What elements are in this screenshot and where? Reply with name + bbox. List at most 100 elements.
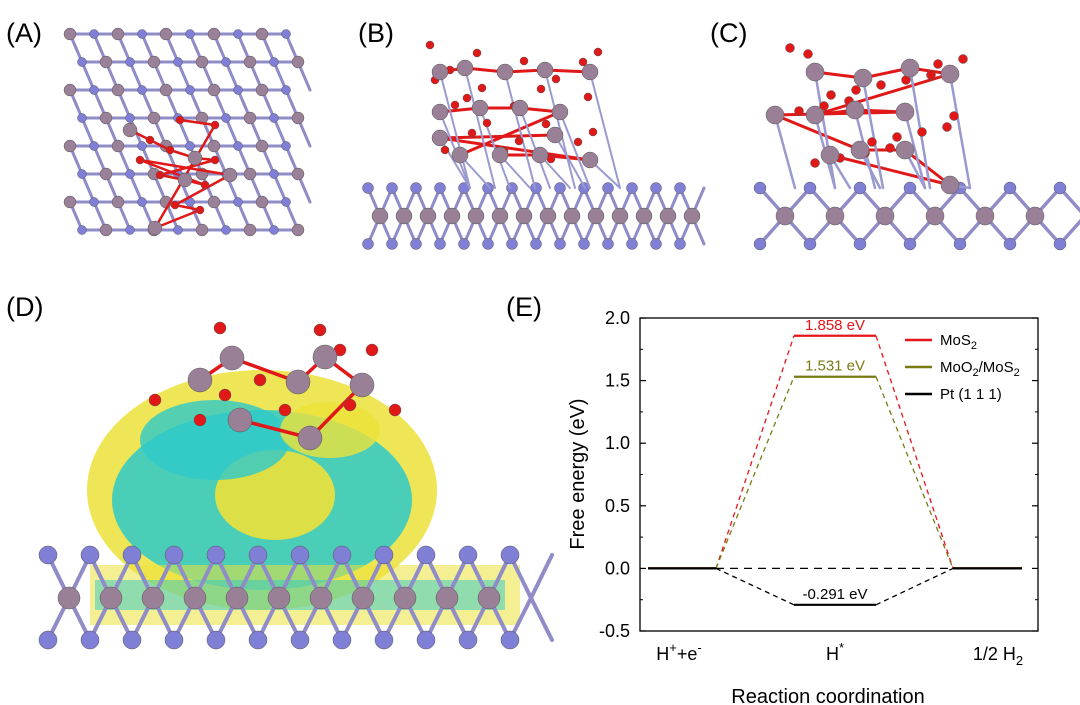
s-atom [290, 630, 310, 650]
mo-atom [195, 55, 209, 69]
mo-atom [243, 223, 257, 237]
o-atom [440, 145, 450, 155]
s-atom [434, 238, 446, 250]
mo-atom [99, 586, 123, 610]
s-atom [137, 141, 147, 151]
cluster-o-atom [200, 180, 210, 190]
cluster-o-atom [155, 170, 165, 180]
s-atom [650, 182, 662, 194]
mo-atom [395, 207, 413, 225]
bond [504, 71, 536, 189]
cluster-mo-atom [431, 129, 449, 147]
bond [272, 60, 288, 92]
mo-atom [243, 167, 257, 181]
o-atom [588, 127, 598, 137]
o-atom [546, 154, 556, 164]
y-axis: -0.50.00.51.01.52.0 [599, 308, 1038, 641]
s-atom [374, 630, 394, 650]
bond [529, 553, 554, 600]
s-atom [80, 545, 100, 565]
series-layer: 1.858 eV1.531 eV-0.291 eV [648, 317, 1022, 606]
s-atom [674, 182, 686, 194]
bond [464, 67, 496, 189]
mo-atom [111, 83, 125, 97]
s-atom [122, 545, 142, 565]
cluster-mo-atom [177, 172, 193, 188]
s-atom [125, 169, 135, 179]
bond [948, 72, 972, 190]
mo-atom [183, 586, 207, 610]
bond [1058, 186, 1080, 214]
s-atom [674, 238, 686, 250]
cluster-mo-atom [900, 58, 920, 78]
bond [224, 116, 240, 148]
cluster-mo-atom [227, 407, 253, 433]
cluster-mo-atom [895, 140, 915, 160]
structure-side-view [362, 40, 706, 250]
s-atom [482, 182, 494, 194]
s-atom [38, 630, 58, 650]
bond [438, 136, 592, 162]
s-atom [137, 197, 147, 207]
mo-atom [159, 83, 173, 97]
legend-label: MoO2/MoS2 [940, 359, 1020, 379]
cluster-mo-atom [511, 99, 529, 117]
mo-atom [159, 27, 173, 41]
s-atom [281, 85, 291, 95]
o-atom [365, 343, 379, 357]
cluster-mo-atom [471, 99, 489, 117]
charge-accumulation-region [280, 402, 380, 458]
cluster-o-atom [145, 135, 155, 145]
s-atom [903, 237, 917, 251]
mo-atom [63, 27, 77, 41]
mo-atom [611, 207, 629, 225]
s-atom [602, 182, 614, 194]
s-atom [753, 237, 767, 251]
s-atom [185, 29, 195, 39]
panel-label-a: (A) [6, 18, 42, 48]
s-atom [803, 237, 817, 251]
s-atom [233, 141, 243, 151]
bond [589, 71, 621, 189]
s-atom [578, 238, 590, 250]
bond [438, 133, 557, 140]
s-atom [80, 630, 100, 650]
bond [903, 110, 927, 190]
o-atom [933, 59, 943, 69]
o-atom [536, 84, 546, 94]
s-atom [89, 197, 99, 207]
mo-atom [635, 207, 653, 225]
x-axis: H++e-H*1/2 H2 [656, 640, 1023, 668]
y-tick-label: -0.5 [599, 621, 630, 641]
bond [80, 116, 96, 148]
mo-atom [99, 55, 113, 69]
mo-atom [99, 167, 113, 181]
cluster-o-atom [210, 155, 220, 165]
bond [828, 153, 952, 187]
free-energy-chart: -0.50.00.51.01.52.0 H++e-H*1/2 H2 1.858 … [567, 308, 1039, 705]
mo-atom [63, 83, 77, 97]
s-atom [125, 113, 135, 123]
s-atom [221, 225, 231, 235]
s-atom [953, 237, 967, 251]
mo-atom [207, 139, 221, 153]
cluster-o-atom [195, 205, 205, 215]
s-atom [77, 169, 87, 179]
cluster-mo-atom [536, 61, 554, 79]
s-atom [89, 141, 99, 151]
s-atom [803, 181, 817, 195]
mo-atom [351, 586, 375, 610]
y-tick-label: 1.0 [605, 433, 630, 453]
mo-atom [99, 223, 113, 237]
cluster-mo-atom [895, 102, 915, 122]
cluster-mo-atom [431, 63, 449, 81]
cluster-mo-atom [820, 145, 840, 165]
mo-atom [1025, 206, 1045, 226]
s-atom [269, 169, 279, 179]
structure-top-view [63, 27, 312, 237]
s-atom [500, 545, 520, 565]
mo-atom [435, 586, 459, 610]
o-atom [826, 90, 836, 100]
s-atom [1053, 181, 1067, 195]
s-atom [281, 29, 291, 39]
